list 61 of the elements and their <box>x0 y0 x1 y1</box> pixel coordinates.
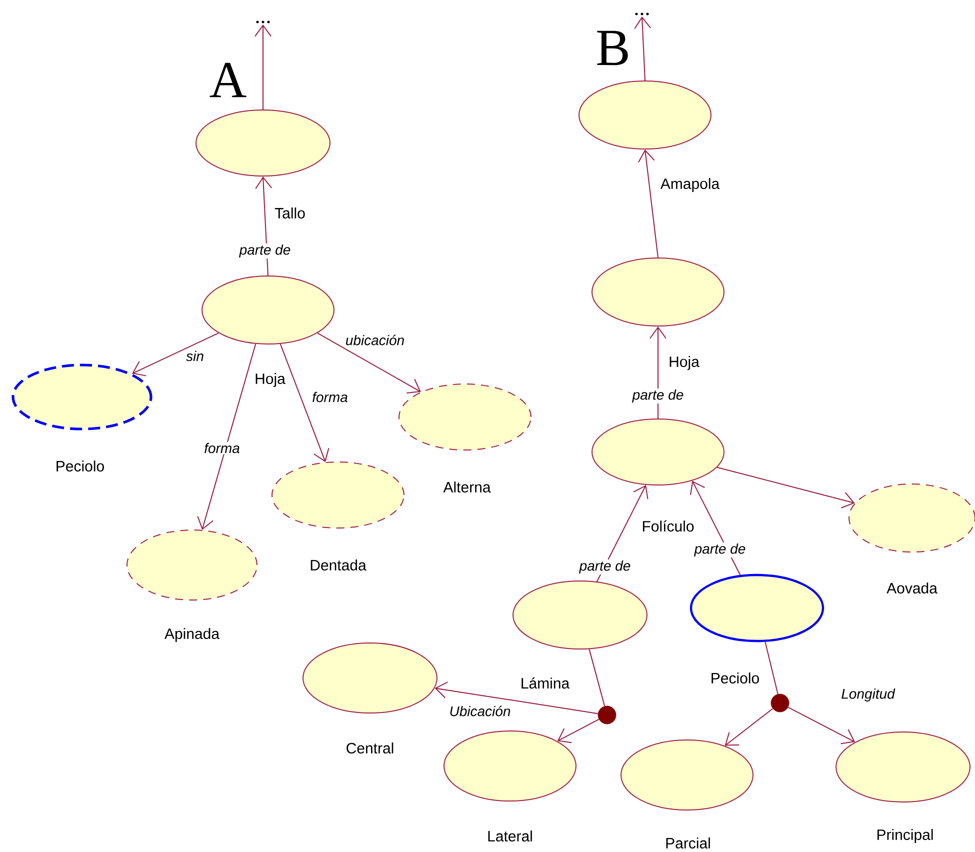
ellipse-node: Central <box>302 642 438 754</box>
arrow <box>197 343 256 530</box>
node-label: Hoja <box>670 356 700 370</box>
ellipse-node: Principal <box>836 732 970 843</box>
node-label: Hoja <box>256 373 286 387</box>
edge-label: parte de <box>693 542 747 558</box>
node-label: Tallo <box>274 207 305 219</box>
arrow <box>316 332 421 394</box>
ellipse-node: Peciolo <box>690 574 824 684</box>
node-label: Folículo <box>642 520 694 532</box>
arrow <box>716 466 855 508</box>
node-label: Principal <box>877 829 933 843</box>
node-label: Apinada <box>164 628 220 642</box>
edge-label: parte de <box>578 559 632 575</box>
edge-label: forma <box>311 390 349 404</box>
ellipse-node: Apinada <box>126 530 258 642</box>
arrow <box>254 24 272 110</box>
node-label: Lateral <box>488 830 532 842</box>
node-label: Lámina <box>522 677 570 689</box>
arrow <box>788 706 856 744</box>
arrow <box>132 332 220 376</box>
panel-letter: A <box>210 62 246 98</box>
node-label: Parcial <box>666 838 710 849</box>
node-label: Peciolo <box>56 460 104 472</box>
edge-label: sin <box>185 350 205 362</box>
arrow <box>280 343 330 462</box>
junction-dot <box>770 694 790 712</box>
ellipse-node: Hoja <box>592 258 724 370</box>
edge-label: parte de <box>631 388 685 404</box>
ellipse-node: Peciolo <box>12 364 152 472</box>
node-label: Aovada <box>886 582 938 594</box>
panel-letter: B <box>597 30 628 66</box>
arrow <box>638 150 658 258</box>
edge-label: parte de <box>238 243 292 259</box>
arrow <box>596 484 648 582</box>
ellipse-node: Folículo <box>592 418 724 532</box>
ellipse-node: Parcial <box>620 740 754 849</box>
node-label: Peciolo <box>712 672 759 684</box>
arrow <box>724 708 774 746</box>
node-label: Amapola <box>660 178 720 192</box>
ellipsis-text: ... <box>256 20 270 24</box>
arrow <box>690 480 741 576</box>
node-label: Alterna <box>443 482 491 493</box>
arrow <box>434 682 598 714</box>
ellipse-node: Lateral <box>444 730 576 842</box>
ellipsis-text: ... <box>635 12 649 16</box>
edge-label: Longitud <box>840 687 896 703</box>
ellipse-node: Amapola <box>578 80 720 192</box>
edge-label: forma <box>203 442 241 454</box>
arrow <box>650 326 666 419</box>
ellipse-node: Lámina <box>512 580 648 689</box>
arrow <box>255 176 272 276</box>
edge-label: ubicación <box>344 334 406 346</box>
ellipse-node: Tallo <box>196 110 330 218</box>
edge-label: Ubicación <box>448 704 512 718</box>
node-label: Dentada <box>310 560 366 571</box>
arrow <box>634 16 652 81</box>
ellipse-node: Aovada <box>848 484 975 594</box>
node-label: Central <box>346 742 394 754</box>
junction-dot <box>598 706 616 724</box>
arrow <box>557 718 600 744</box>
